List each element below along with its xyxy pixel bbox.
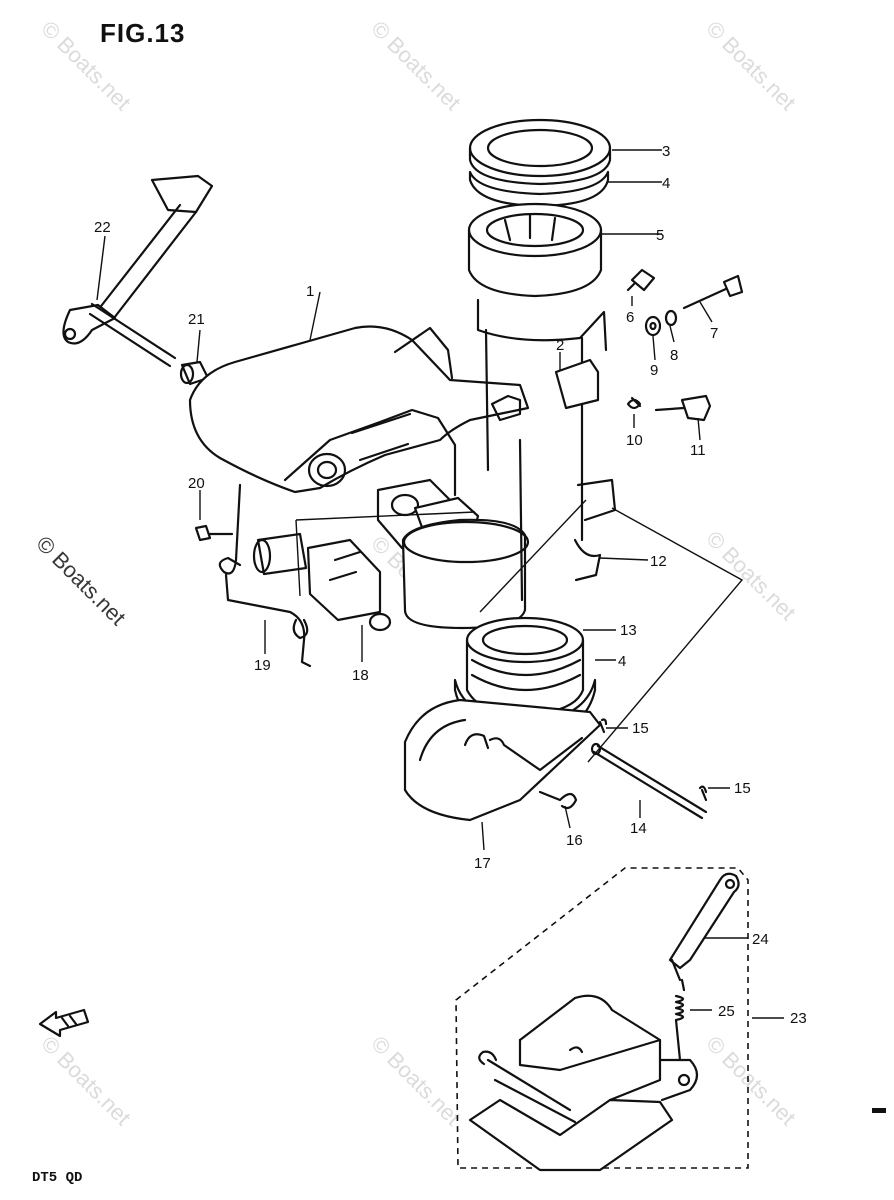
part-1-swivel-bracket	[188, 325, 530, 497]
part-11-thumb-screw	[654, 394, 712, 422]
callout-11: 11	[690, 442, 706, 459]
callout-23: 23	[790, 1010, 807, 1027]
callout-24: 24	[752, 931, 769, 948]
part-5-bushing-upper	[467, 202, 603, 298]
watermark: © Boats.net	[366, 16, 465, 115]
model-code: DT5 QD	[32, 1170, 83, 1186]
part-4-spacer-upper	[468, 170, 610, 208]
part-25-spring	[674, 978, 686, 1062]
part-9-washer	[644, 315, 662, 337]
figure-title: FIG.13	[100, 18, 186, 48]
callout-20: 20	[188, 475, 205, 492]
part-16-spring	[538, 790, 578, 810]
callout-4-upper: 4	[662, 175, 670, 192]
callout-5: 5	[656, 227, 664, 244]
tilt-cylinder	[252, 532, 308, 576]
callout-labels: 3 4 5 1 2 6 7 8 9 10 11 12 13 4 15 15 14…	[94, 143, 807, 1027]
callout-6: 6	[626, 309, 634, 326]
part-20-screw	[194, 524, 234, 542]
part-19-spring-rod	[218, 483, 312, 668]
part-15-cotter-pin-a	[598, 718, 608, 734]
part-22-tilt-lever	[62, 174, 214, 368]
callout-8: 8	[670, 347, 678, 364]
part-14-shaft	[590, 742, 708, 820]
part-24-lever	[668, 872, 740, 982]
callout-18: 18	[352, 667, 369, 684]
part-13-bushing-lower	[465, 616, 585, 717]
part-7-bolt	[682, 274, 744, 310]
callout-12: 12	[650, 553, 667, 570]
part-3-thrust-ring	[468, 118, 612, 186]
forward-arrow-icon	[38, 1008, 90, 1038]
callout-10: 10	[626, 432, 643, 449]
watermark: © Boats.net	[701, 1031, 800, 1130]
part-15-cotter-pin-b	[698, 785, 708, 802]
part-6-grease-nipple	[626, 268, 656, 292]
callout-19: 19	[254, 657, 271, 674]
watermark: © Boats.net	[36, 1031, 135, 1130]
callout-16: 16	[566, 832, 583, 849]
part-23-assembly	[455, 867, 749, 1172]
part-10-spring	[626, 396, 642, 410]
part-17-reverse-lock-plate	[403, 698, 602, 822]
callout-14: 14	[630, 820, 647, 837]
callout-17: 17	[474, 855, 491, 872]
watermark: © Boats.net	[366, 1031, 465, 1130]
part-8-washer	[664, 309, 678, 327]
callout-4-lower: 4	[618, 653, 626, 670]
edge-mark	[872, 1108, 886, 1113]
callout-1: 1	[306, 283, 314, 300]
callout-2: 2	[556, 337, 564, 354]
guide-lines	[96, 149, 784, 1019]
swivel-shaft-assembly	[376, 478, 530, 630]
watermark-dark: © Boats.net	[31, 531, 130, 630]
part-21-bushing	[179, 360, 210, 386]
callout-21: 21	[188, 311, 205, 328]
callout-9: 9	[650, 362, 658, 379]
watermark: © Boats.net	[36, 16, 135, 115]
callout-25: 25	[718, 1003, 735, 1020]
watermark: © Boats.net	[701, 16, 800, 115]
callout-22: 22	[94, 219, 111, 236]
callout-7: 7	[710, 325, 718, 342]
part-18-tilt-stopper	[306, 538, 392, 632]
callout-3: 3	[662, 143, 670, 160]
callout-15-lower: 15	[734, 780, 751, 797]
callout-13: 13	[620, 622, 637, 639]
callout-15-upper: 15	[632, 720, 649, 737]
part-2-swivel-case	[476, 298, 617, 602]
